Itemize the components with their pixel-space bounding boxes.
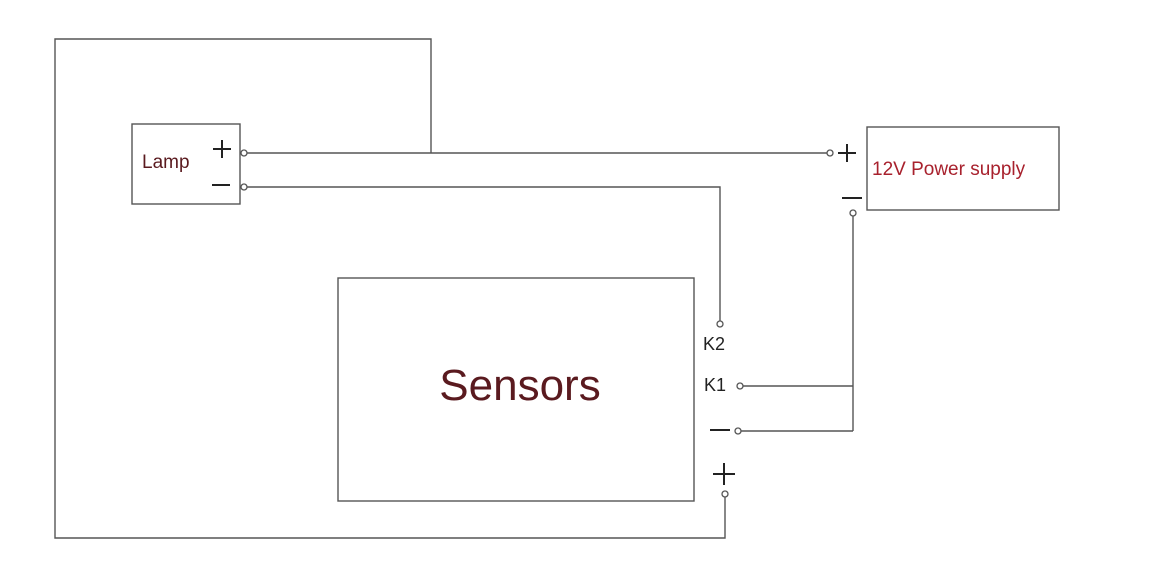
sensor-minus-terminal bbox=[734, 427, 742, 435]
wire-outer-loop bbox=[54, 38, 726, 539]
sensor-plus-symbol bbox=[713, 463, 735, 485]
wire-lamp-minus-to-k2 bbox=[246, 186, 721, 321]
lamp-label: Lamp bbox=[142, 152, 190, 173]
lamp-box bbox=[131, 123, 241, 205]
sensors-box bbox=[337, 277, 695, 502]
lamp-plus-terminal bbox=[240, 149, 248, 157]
supply-plus-terminal bbox=[826, 149, 834, 157]
k1-label: K1 bbox=[704, 375, 726, 395]
supply-minus-terminal bbox=[849, 209, 857, 217]
lamp-minus-terminal bbox=[240, 183, 248, 191]
supply-plus-symbol bbox=[838, 144, 856, 162]
power-supply-label: 12V Power supply bbox=[872, 159, 1026, 180]
power-supply-box bbox=[866, 126, 1060, 211]
sensors-label: Sensors bbox=[439, 361, 600, 410]
k1-terminal bbox=[736, 382, 744, 390]
k2-label: K2 bbox=[703, 334, 725, 354]
k2-terminal bbox=[716, 320, 724, 328]
lamp-plus-symbol bbox=[213, 140, 231, 158]
sensor-plus-terminal bbox=[721, 490, 729, 498]
